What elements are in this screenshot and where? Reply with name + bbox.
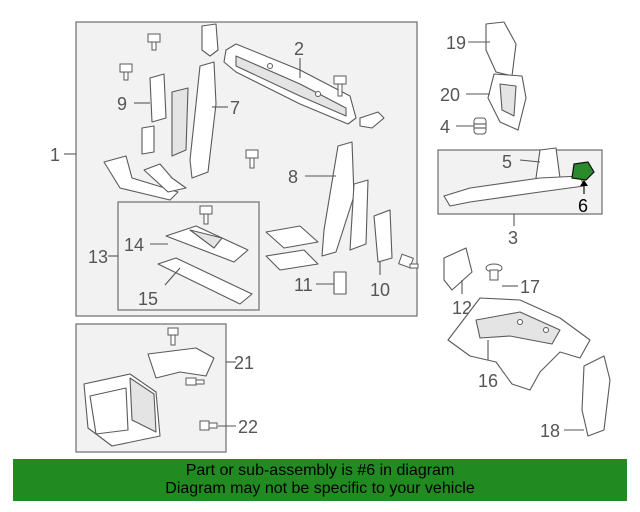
callout-15[interactable]: 15 [138,289,158,309]
side-member-8-part [321,141,355,257]
part-6-highlighted[interactable] [571,161,595,181]
banner-line-1: Part or sub-assembly is #6 in diagram [185,462,455,479]
callout-9[interactable]: 9 [117,94,127,114]
callout-19[interactable]: 19 [446,33,466,53]
bracket-9-part [149,73,167,123]
callout-17[interactable]: 17 [520,277,540,297]
vertical-bracket-part [349,179,369,251]
callout-2[interactable]: 2 [294,39,304,59]
callout-12[interactable]: 12 [452,298,472,318]
clip-17-part [485,263,503,281]
callout-10[interactable]: 10 [370,280,390,300]
callout-13[interactable]: 13 [88,247,108,267]
callout-18[interactable]: 18 [540,421,560,441]
callout-7[interactable]: 7 [230,98,240,118]
banner-line-2: Diagram may not be specific to your vehi… [165,480,475,497]
callout-6[interactable]: 6 [578,196,588,216]
bracket-14-part [165,225,249,263]
clip-11-part [333,271,347,295]
callout-8[interactable]: 8 [288,167,298,187]
grommet-4-part [473,117,487,135]
lower-mid-bracket-part [265,225,319,249]
callout-22[interactable]: 22 [238,417,258,437]
lower-left-bracket-part [103,155,179,201]
callout-1[interactable]: 1 [50,145,60,165]
bolt-icon [119,63,133,81]
callout-16[interactable]: 16 [478,371,498,391]
info-banner: Part or sub-assembly is #6 in diagram Di… [13,459,627,501]
shield-19-part [485,21,517,77]
callout-3[interactable]: 3 [508,228,518,248]
callout-14[interactable]: 14 [124,235,144,255]
bolt-icon [398,253,419,269]
lower-mid-bracket-part-b [265,249,319,271]
bolt-icon [245,149,259,169]
bracket-10-part [373,209,393,263]
bolt-icon [147,33,161,51]
bracket-12-part [443,247,473,291]
small-bracket-part [359,111,385,129]
upper-support-part [223,43,357,125]
bracket-18-part [581,355,611,437]
bracket-15-part [157,257,253,305]
bolt-icon [199,205,213,225]
small-plate-part [141,125,155,155]
bolt-icon [333,75,347,97]
callout-21[interactable]: 21 [234,353,254,373]
callout-20[interactable]: 20 [440,85,460,105]
bolt-icon [199,420,218,431]
mount-bracket-part [147,347,215,379]
upper-bracket-part [201,23,219,57]
callout-11[interactable]: 11 [294,275,313,295]
sensor-module-part [83,373,161,447]
arrow-up-icon [580,180,588,186]
callout-4[interactable]: 4 [440,117,450,137]
callout-5[interactable]: 5 [502,152,512,172]
bolt-icon [185,377,205,386]
lower-left-bracket-part-b [143,163,187,193]
bolt-icon [167,327,179,346]
side-member-7-part [189,61,217,179]
